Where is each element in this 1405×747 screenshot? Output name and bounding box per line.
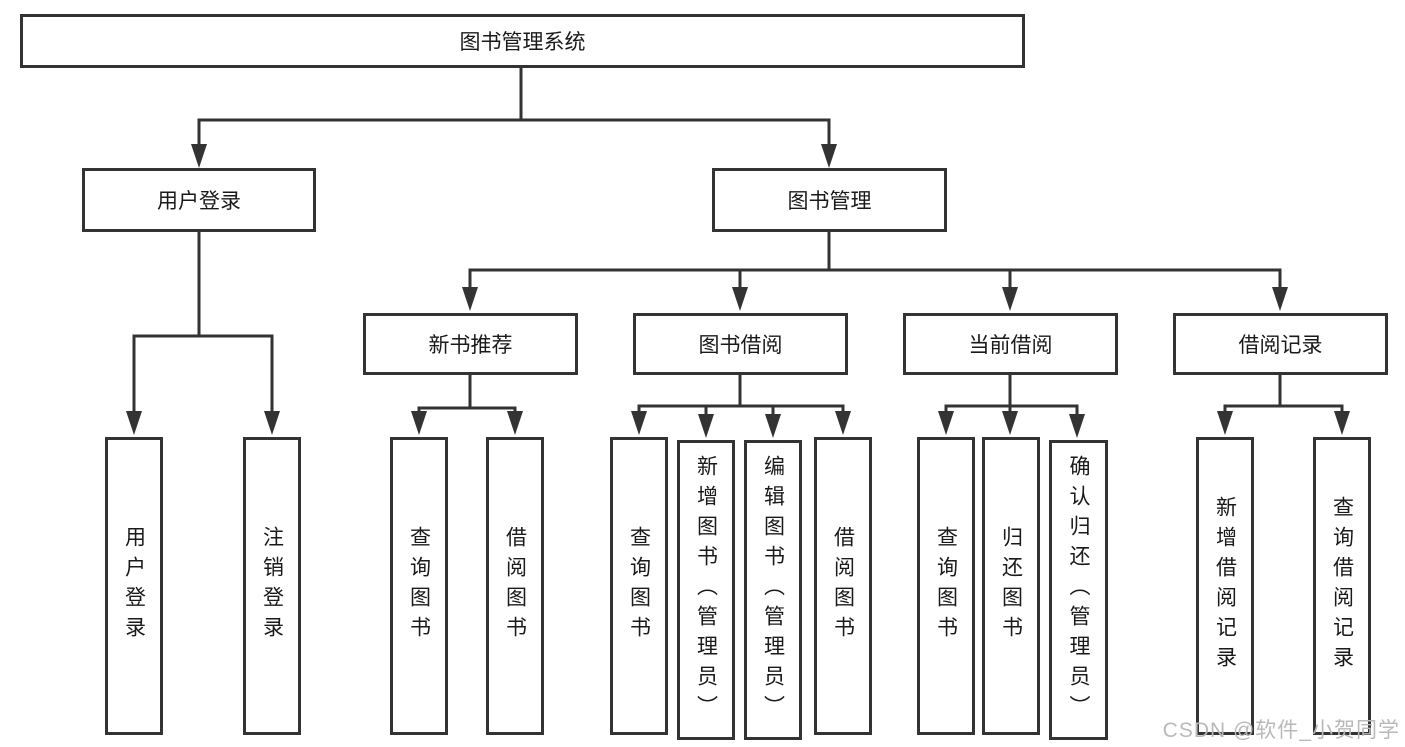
arrow-down-icon: [1217, 411, 1233, 435]
arrow-down-icon: [411, 411, 427, 435]
leaf-current-confirm-return-admin: 确认归还（管理员）: [1049, 440, 1108, 740]
node-label: 查询图书: [627, 526, 651, 646]
leaf-borrow-borrow-books: 借阅图书: [814, 437, 872, 735]
node-label: 借阅记录: [1238, 334, 1323, 357]
arrow-down-icon: [1069, 414, 1085, 438]
arrow-down-icon: [191, 144, 207, 168]
leaf-records-add-record: 新增借阅记录: [1196, 437, 1254, 735]
connector-borrow-records-to-leaves: [1223, 375, 1344, 428]
node-label: 查询图书: [934, 526, 958, 646]
connector-book-mgmt-to-level3: [468, 232, 1282, 305]
node-user-login: 用户登录: [82, 168, 316, 232]
node-label: 新增借阅记录: [1213, 496, 1237, 676]
node-label: 新书推荐: [428, 334, 513, 357]
arrow-down-icon: [821, 144, 837, 168]
node-label: 新增图书（管理员）: [694, 455, 718, 725]
arrow-down-icon: [126, 411, 142, 435]
node-label: 编辑图书（管理员）: [761, 455, 785, 725]
arrow-down-icon: [938, 411, 954, 435]
arrow-down-icon: [1272, 287, 1288, 311]
node-label: 图书管理系统: [459, 31, 586, 54]
leaf-borrow-add-books-admin: 新增图书（管理员）: [677, 440, 735, 740]
node-book-borrow: 图书借阅: [633, 313, 848, 375]
arrow-down-icon: [462, 287, 478, 311]
node-label: 当前借阅: [968, 334, 1053, 357]
connector-book-borrow-to-leaves: [637, 375, 845, 430]
node-current-borrow: 当前借阅: [903, 313, 1118, 375]
node-label: 借阅图书: [503, 526, 527, 646]
leaf-newbook-borrow-books: 借阅图书: [486, 437, 544, 735]
connector-new-book-to-leaves: [417, 375, 517, 428]
leaf-records-query-record: 查询借阅记录: [1313, 437, 1371, 735]
arrow-down-icon: [507, 411, 523, 435]
node-label: 确认归还（管理员）: [1067, 455, 1090, 725]
node-label: 用户登录: [122, 526, 146, 646]
node-borrow-records: 借阅记录: [1173, 313, 1388, 375]
node-new-book-recommend: 新书推荐: [363, 313, 578, 375]
leaf-borrow-edit-books-admin: 编辑图书（管理员）: [744, 440, 802, 740]
node-label: 用户登录: [157, 190, 241, 213]
leaf-current-query-books: 查询图书: [917, 437, 975, 735]
node-label: 注销登录: [260, 526, 284, 646]
connector-root-to-level2: [197, 68, 831, 160]
arrow-down-icon: [698, 414, 714, 438]
node-root-library-system: 图书管理系统: [20, 14, 1025, 68]
arrow-down-icon: [264, 411, 280, 435]
arrow-down-icon: [732, 287, 748, 311]
arrow-down-icon: [1334, 411, 1350, 435]
node-label: 归还图书: [999, 526, 1023, 646]
arrow-down-icon: [835, 411, 851, 435]
node-label: 图书管理: [787, 190, 872, 213]
arrow-down-icon: [631, 411, 647, 435]
node-label: 图书借阅: [698, 334, 783, 357]
leaf-borrow-query-books: 查询图书: [610, 437, 668, 735]
arrow-down-icon: [765, 414, 781, 438]
node-label: 查询借阅记录: [1330, 496, 1354, 676]
node-label: 借阅图书: [831, 526, 855, 646]
watermark: CSDN @软件_小贺同学: [1162, 719, 1400, 742]
leaf-current-return-books: 归还图书: [982, 437, 1040, 735]
connector-user-login-to-leaves: [132, 232, 274, 428]
arrow-down-icon: [1002, 287, 1018, 311]
node-book-management: 图书管理: [712, 168, 947, 232]
arrow-down-icon: [1002, 411, 1018, 435]
leaf-user-login: 用户登录: [105, 437, 163, 735]
leaf-logout: 注销登录: [243, 437, 301, 735]
leaf-newbook-query-books: 查询图书: [390, 437, 448, 735]
node-label: 查询图书: [407, 526, 431, 646]
